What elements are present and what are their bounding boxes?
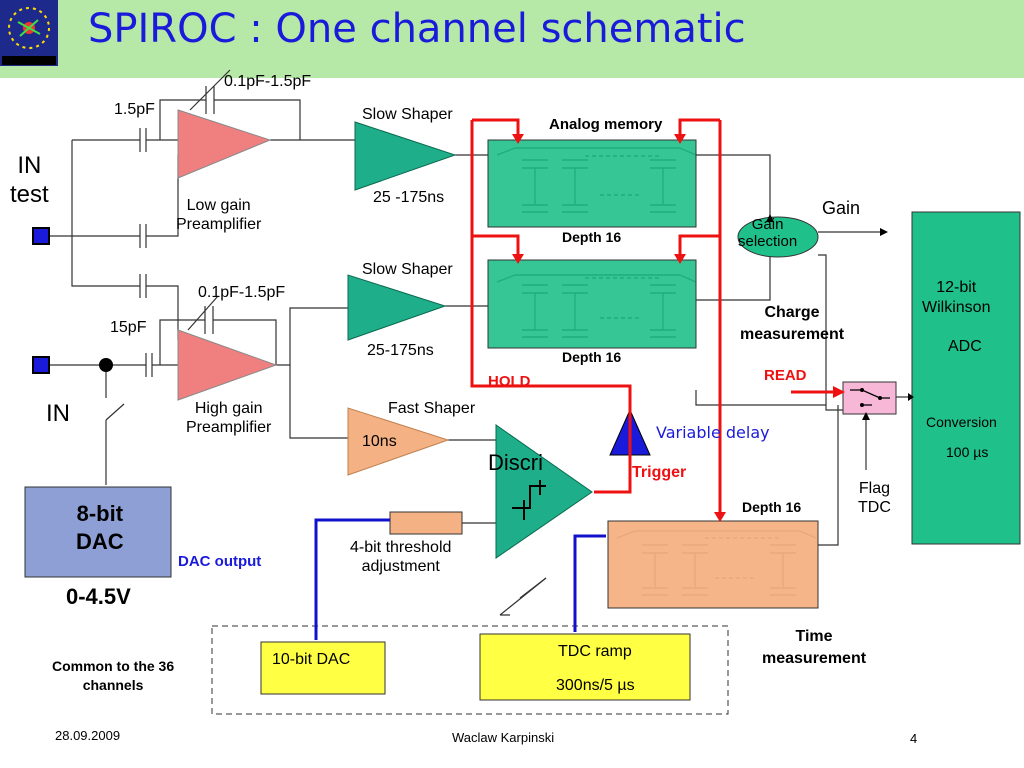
in-pad bbox=[32, 356, 50, 374]
gain-selection-label: Gain selection bbox=[738, 216, 798, 251]
in-label: IN bbox=[46, 400, 70, 427]
title-band bbox=[0, 0, 1024, 78]
common-dashed-box bbox=[211, 625, 729, 715]
footer-page-number: 4 bbox=[910, 731, 918, 746]
analog-memory-depth-1: Depth 16 bbox=[562, 229, 622, 245]
dac-output-label: DAC output bbox=[178, 553, 262, 570]
read-label: READ bbox=[764, 367, 807, 384]
discriminator bbox=[495, 424, 593, 559]
time-measurement-label: Time measurement bbox=[762, 628, 867, 667]
adc-label-2: ADC bbox=[948, 338, 982, 355]
adc-label-3: Conversion bbox=[926, 414, 997, 430]
gain-selection bbox=[737, 216, 819, 258]
page-title: SPIROC : One channel schematic bbox=[88, 6, 746, 52]
tdc-memory bbox=[607, 520, 819, 609]
discri-label: Discri bbox=[488, 450, 543, 475]
threshold-adj-label: 4-bit threshold adjustment bbox=[350, 539, 452, 576]
in-test-label: IN test bbox=[10, 152, 49, 208]
tdc-ramp-label-2: 300ns/5 µs bbox=[556, 677, 635, 694]
hysteresis-icon bbox=[512, 480, 546, 520]
adc-block bbox=[911, 211, 1021, 545]
trigger-label: Trigger bbox=[632, 464, 687, 481]
gain-output-label: Gain bbox=[822, 198, 861, 218]
low-gain-input-cap: 1.5pF bbox=[114, 101, 155, 118]
variable-delay-label: Variable delay bbox=[656, 423, 770, 442]
high-gain-feedback-cap: 0.1pF-1.5pF bbox=[198, 284, 286, 301]
low-gain-label: Low gain Preamplifier bbox=[176, 197, 262, 234]
adc-label-4: 100 µs bbox=[946, 444, 989, 460]
in-test-pad bbox=[32, 227, 50, 245]
tdc-ramp-label-1: TDC ramp bbox=[558, 643, 632, 660]
dac-output-wires bbox=[314, 518, 606, 640]
slow-shaper-1-timing: 25 -175ns bbox=[373, 189, 445, 206]
tdc-memory-depth: Depth 16 bbox=[742, 499, 802, 515]
threshold-block bbox=[389, 511, 463, 535]
slow-shaper-2-timing: 25-175ns bbox=[367, 342, 434, 359]
high-gain-input-cap: 15pF bbox=[110, 319, 147, 336]
footer-date: 28.09.2009 bbox=[55, 728, 121, 743]
dac10-block bbox=[260, 641, 386, 695]
dac8-block bbox=[24, 486, 172, 578]
high-gain-preamp bbox=[177, 329, 278, 401]
fast-shaper-label: Fast Shaper bbox=[388, 400, 476, 417]
dac8-range: 0-4.5V bbox=[66, 584, 131, 609]
footer-author: Waclaw Karpinski bbox=[452, 730, 555, 745]
charge-measurement-label: Charge measurement bbox=[740, 304, 845, 343]
slow-shaper-1 bbox=[354, 121, 457, 191]
fast-shaper-timing: 10ns bbox=[362, 433, 397, 450]
flag-tdc-label: Flag TDC bbox=[858, 480, 891, 517]
analog-memory-depth-2: Depth 16 bbox=[562, 349, 622, 365]
adc-label-1: 12-bit Wilkinson bbox=[922, 279, 991, 316]
analog-memory-1 bbox=[487, 139, 697, 228]
slow-shaper-1-label: Slow Shaper bbox=[362, 106, 453, 123]
hold-trigger-wires bbox=[470, 118, 843, 515]
slow-shaper-2-label: Slow Shaper bbox=[362, 261, 453, 278]
low-gain-preamp bbox=[177, 109, 272, 179]
analog-memory-2 bbox=[487, 259, 697, 349]
hold-label: HOLD bbox=[488, 373, 531, 390]
common-label: Common to the 36 channels bbox=[52, 658, 175, 693]
high-gain-label: High gain Preamplifier bbox=[186, 400, 272, 437]
tdc-ramp-block bbox=[479, 633, 691, 701]
fast-shaper bbox=[347, 407, 450, 476]
input-node-dot bbox=[99, 358, 113, 372]
low-gain-feedback-cap: 0.1pF-1.5pF bbox=[224, 73, 312, 90]
eudet-logo-icon bbox=[0, 0, 58, 66]
dac10-label: 10-bit DAC bbox=[272, 651, 351, 668]
slow-shaper-2 bbox=[347, 274, 447, 341]
analog-memory-title: Analog memory bbox=[549, 116, 663, 133]
dac8-label: 8-bit DAC bbox=[76, 501, 124, 554]
